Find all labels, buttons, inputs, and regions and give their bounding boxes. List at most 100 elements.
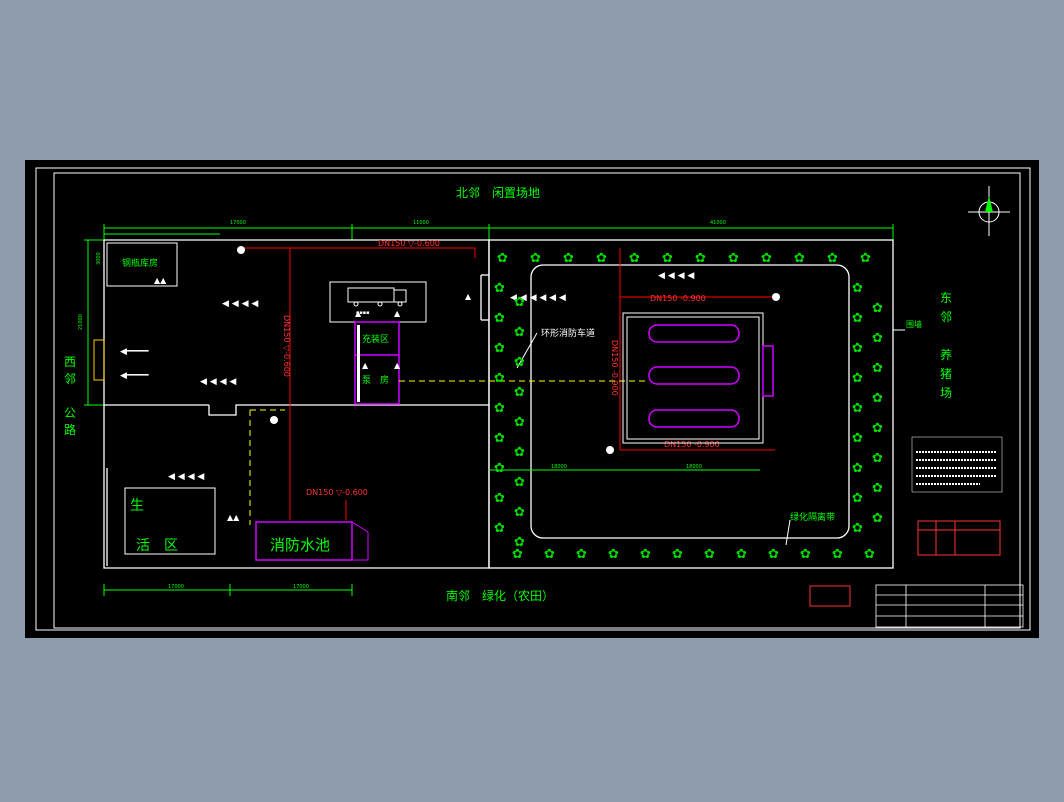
life-area-label-1: 生	[130, 498, 144, 514]
tree-icon: ✿	[494, 281, 505, 296]
hazard-signs: ▲▲ ▲ ▲ ▲ ▲ ▲ ▲▲	[154, 276, 472, 522]
dim-bottom-2: 17000	[293, 584, 309, 590]
steel-store-label: 钢瓶库房	[122, 257, 158, 269]
tree-icon: ✿	[494, 491, 505, 506]
tree-icon: ✿	[514, 505, 525, 520]
notes-block	[911, 436, 1003, 493]
east-label-char: 东	[940, 291, 952, 305]
north-arrow-icon	[968, 186, 1010, 236]
tree-icon: ✿	[514, 535, 525, 550]
tree-icon: ✿	[514, 355, 525, 370]
stamp-box	[809, 585, 851, 607]
tree-icon: ✿	[860, 251, 871, 266]
fire-water-pipes	[242, 247, 775, 520]
svg-text:◀ ◀ ◀ ◀: ◀ ◀ ◀ ◀	[168, 472, 204, 482]
pipe-label-d: DN150 -0.900	[664, 440, 720, 449]
tree-icon: ✿	[672, 547, 683, 562]
tree-icons: ✿✿✿✿✿✿✿✿✿✿✿✿✿✿✿✿✿✿✿✿✿✿✿✿✿✿✿✿✿✿✿✿✿✿✿✿✿✿✿✿…	[494, 251, 883, 562]
tree-icon: ✿	[852, 401, 863, 416]
tree-icon: ✿	[794, 251, 805, 266]
tree-icon: ✿	[872, 331, 883, 346]
tree-icon: ✿	[872, 421, 883, 436]
svg-text:▲: ▲	[362, 361, 369, 370]
svg-text:◀ ◀ ◀ ◀: ◀ ◀ ◀ ◀	[200, 377, 236, 387]
tanker-caption: ▪▪▪▪	[356, 310, 370, 316]
top-dimensions	[103, 224, 894, 240]
loading-pump-building	[354, 321, 400, 405]
tree-icon: ✿	[736, 547, 747, 562]
west-gate	[93, 339, 105, 381]
tree-icon: ✿	[852, 491, 863, 506]
tree-icon: ✿	[494, 311, 505, 326]
tree-icon: ✿	[576, 547, 587, 562]
pipe-label-c: DN150 -0.900	[650, 294, 706, 303]
tree-icon: ✿	[494, 431, 505, 446]
tree-icon: ✿	[695, 251, 706, 266]
west-label-char: 西	[64, 355, 76, 369]
svg-text:▲▲: ▲▲	[154, 276, 167, 285]
pipe-label-a: DN150 ▽-0.600	[378, 239, 440, 248]
tree-icon: ✿	[728, 251, 739, 266]
tree-icon: ✿	[544, 547, 555, 562]
tree-icon: ✿	[872, 361, 883, 376]
green-belt-leader	[785, 519, 791, 546]
svg-text:◀ ◀ ◀ ◀: ◀ ◀ ◀ ◀	[658, 271, 694, 281]
svg-text:◀━━━━: ◀━━━━	[120, 371, 149, 381]
tree-icon: ✿	[827, 251, 838, 266]
ring-road-leader	[516, 332, 538, 369]
tree-icon: ✿	[514, 295, 525, 310]
tree-icon: ✿	[494, 521, 505, 536]
tree-icon: ✿	[514, 325, 525, 340]
building-wall-marker	[357, 325, 360, 402]
steel-store-building	[106, 242, 178, 287]
dim-top-2: 11000	[413, 220, 429, 226]
traffic-arrows: ◀━━━━ ◀━━━━ ◀ ◀ ◀ ◀ ◀ ◀ ◀ ◀ ◀ ◀ ◀ ◀ ◀ ◀ …	[120, 271, 694, 482]
tree-icon: ✿	[852, 521, 863, 536]
tree-icon: ✿	[800, 547, 811, 562]
north-neighbor-label: 北邻 闲置场地	[456, 186, 540, 200]
tree-icon: ✿	[596, 251, 607, 266]
fire-pool-label: 消防水池	[270, 536, 330, 554]
tree-icon: ✿	[563, 251, 574, 266]
legend-table	[917, 520, 1001, 556]
east-label-char: 场	[940, 386, 952, 400]
drawing-sheet	[25, 160, 1039, 638]
dim-mid-1: 18000	[551, 464, 567, 470]
tree-icon: ✿	[852, 431, 863, 446]
ring-road-label: 环形消防车道	[541, 327, 595, 339]
bottom-dimensions	[103, 584, 353, 596]
tree-icon: ✿	[872, 301, 883, 316]
svg-text:◀ ◀ ◀ ◀: ◀ ◀ ◀ ◀	[222, 299, 258, 309]
life-area-label-2: 活 区	[136, 538, 178, 554]
south-neighbor-label: 南邻 绿化（农田）	[446, 588, 554, 603]
west-label-char: 邻	[64, 372, 76, 386]
tree-icon: ✿	[512, 547, 523, 562]
svg-text:▲: ▲	[465, 292, 472, 301]
svg-text:▲: ▲	[394, 361, 401, 370]
tree-icon: ✿	[852, 341, 863, 356]
east-site-boundary	[480, 239, 894, 569]
svg-text:▲: ▲	[394, 309, 401, 318]
svg-text:▲: ▲	[355, 309, 362, 318]
tree-icon: ✿	[530, 251, 541, 266]
svg-text:▲▲: ▲▲	[227, 513, 240, 522]
green-belt-label: 绿化隔离带	[790, 511, 835, 523]
tree-icon: ✿	[662, 251, 673, 266]
west-label-char: 公	[64, 406, 76, 420]
east-label-char: 邻	[940, 310, 952, 324]
dim-left-1: 3000	[96, 252, 102, 265]
pump-room-label: 泵 房	[362, 374, 389, 386]
svg-text:◀ ◀ ◀ ◀ ◀ ◀: ◀ ◀ ◀ ◀ ◀ ◀	[510, 293, 566, 303]
tree-icon: ✿	[640, 547, 651, 562]
dim-bottom-1: 17000	[168, 584, 184, 590]
dim-mid-2: 18000	[686, 464, 702, 470]
pool-outlet	[351, 521, 369, 561]
svg-text:◀━━━━: ◀━━━━	[120, 347, 149, 357]
tree-icon: ✿	[852, 281, 863, 296]
tree-icon: ✿	[514, 415, 525, 430]
east-label-char: 猪	[940, 367, 952, 381]
